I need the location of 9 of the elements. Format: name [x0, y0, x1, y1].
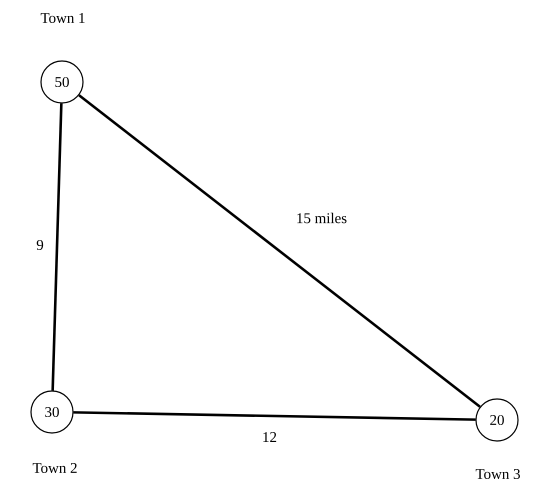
- road-line: [74, 411, 476, 421]
- road-line: [51, 104, 63, 390]
- town-label: Town 2: [32, 462, 77, 474]
- town-label: Town 1: [40, 13, 85, 23]
- road-line: [78, 94, 481, 408]
- town-label: Town 3: [476, 468, 520, 480]
- distance-label: 12: [261, 431, 278, 443]
- distance-label: 9: [35, 238, 45, 251]
- distance-label: 15 miles: [294, 212, 348, 224]
